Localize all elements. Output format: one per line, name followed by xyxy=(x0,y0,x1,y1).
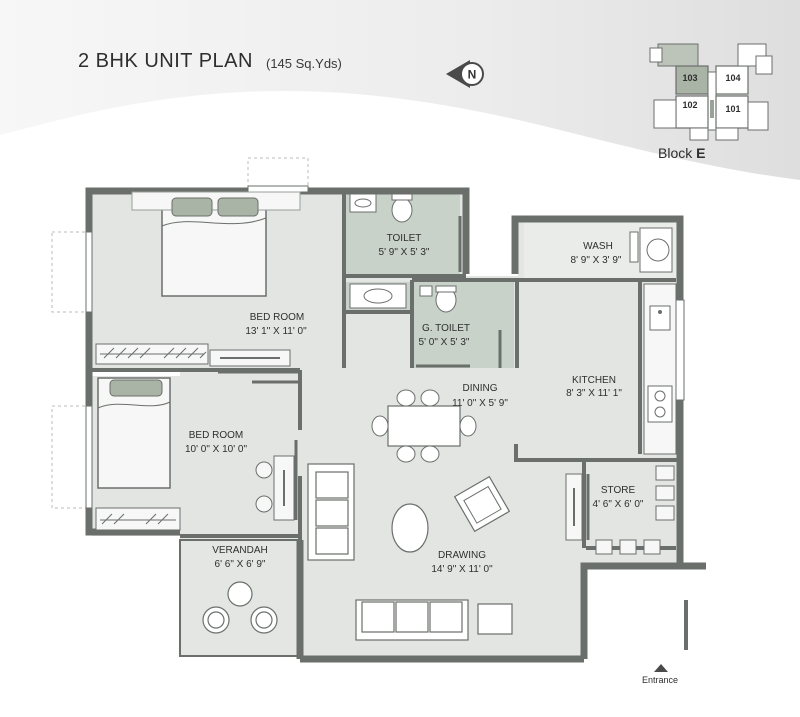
wardrobe-icon xyxy=(95,343,209,365)
room-size: 8' 3" X 11' 1" xyxy=(566,388,622,399)
room-size: 8' 9" X 3' 9" xyxy=(571,255,622,266)
room-name: STORE xyxy=(601,485,636,496)
block-label: Block E xyxy=(658,145,705,161)
room-size: 14' 9" X 11' 0" xyxy=(431,564,493,575)
dining-table-icon xyxy=(371,389,477,463)
sofa-icon xyxy=(355,599,513,641)
block-prefix: Block xyxy=(658,145,697,161)
north-label: N xyxy=(468,68,477,82)
room-name: WASH xyxy=(583,241,613,252)
room-size: 6' 6" X 6' 9" xyxy=(215,559,266,570)
room-size: 13' 1" X 11' 0" xyxy=(245,326,307,337)
room-name: G. TOILET xyxy=(422,323,470,334)
key-plan-unit-label: 104 xyxy=(725,73,740,83)
armchair-icon xyxy=(453,475,511,533)
entrance-label: Entrance xyxy=(642,675,678,685)
page-title: 2 BHK UNIT PLAN xyxy=(78,50,253,72)
room-name: VERANDAH xyxy=(212,545,268,556)
wardrobe-icon xyxy=(95,507,181,531)
doors xyxy=(218,216,590,540)
unit-area: (145 Sq.Yds) xyxy=(266,56,342,71)
bed-icon xyxy=(131,191,301,297)
room-labels: TOILET 5' 9" X 5' 3" WASH 8' 9" X 3' 9" … xyxy=(185,233,678,685)
room-name: DINING xyxy=(463,383,498,394)
room-name: KITCHEN xyxy=(572,375,616,386)
key-plan: 103 104 102 101 xyxy=(649,43,773,141)
study-desk-icon xyxy=(255,455,295,521)
toilet-fixtures-icon xyxy=(349,193,457,313)
bed-icon xyxy=(97,377,171,489)
sofa-icon xyxy=(307,463,355,561)
room-name: BED ROOM xyxy=(189,430,243,441)
block-letter: E xyxy=(696,145,706,161)
store-shelves-icon xyxy=(565,465,675,555)
room-size: 5' 0" X 5' 3" xyxy=(419,337,470,348)
kitchen-counter-icon xyxy=(643,283,677,455)
room-size: 11' 0" X 5' 9" xyxy=(452,398,508,409)
room-name: DRAWING xyxy=(438,550,486,561)
inner-walls xyxy=(92,191,688,650)
room-size: 5' 9" X 5' 3" xyxy=(379,247,430,258)
room-name: BED ROOM xyxy=(250,312,304,323)
header-background-swoosh xyxy=(0,0,800,180)
key-plan-unit-label: 103 xyxy=(682,73,697,83)
room-size: 4' 6" X 6' 0" xyxy=(593,499,644,510)
key-plan-unit-label: 101 xyxy=(725,104,740,114)
room-name: TOILET xyxy=(387,233,422,244)
dresser-icon xyxy=(209,349,291,367)
verandah-chairs-icon xyxy=(202,581,278,634)
floor-plan xyxy=(51,157,706,672)
key-plan-unit-label: 102 xyxy=(682,100,697,110)
key-plan-unit-103-highlight xyxy=(675,65,709,95)
north-arrow-icon: N xyxy=(446,60,484,88)
coffee-table-icon xyxy=(391,503,429,553)
entrance-arrow-icon xyxy=(654,664,668,672)
washing-machine-icon xyxy=(629,227,673,273)
room-size: 10' 0" X 10' 0" xyxy=(185,444,248,455)
